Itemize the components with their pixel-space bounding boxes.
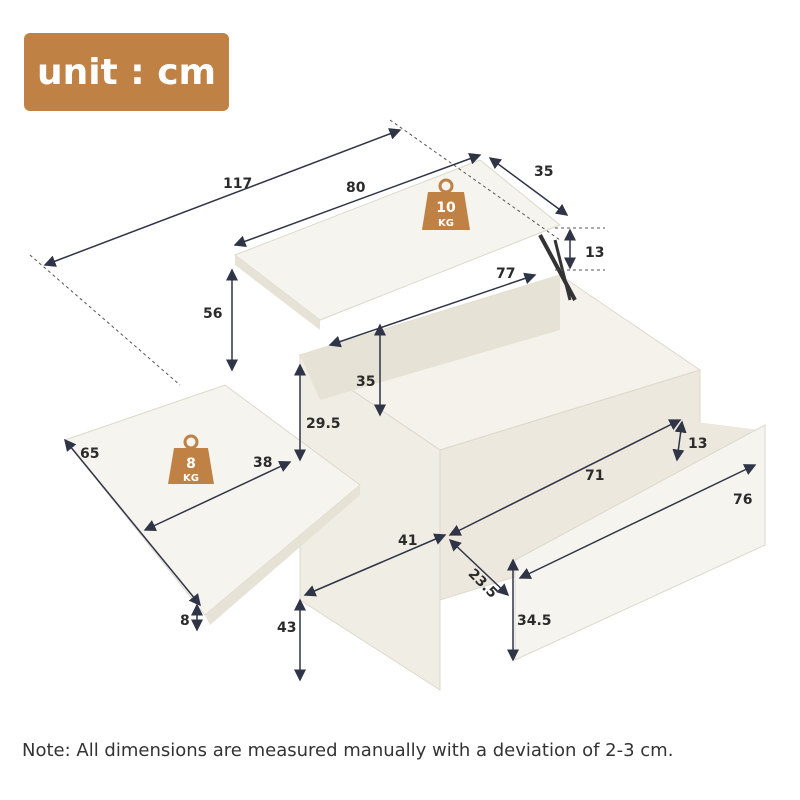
- dim-8: 8: [180, 613, 190, 629]
- dim-29-5: 29.5: [306, 416, 341, 432]
- svg-text:10: 10: [436, 200, 456, 216]
- dim-35-top: 35: [534, 164, 553, 180]
- dim-35-inner: 35: [356, 374, 375, 390]
- dim-43: 43: [277, 620, 296, 636]
- svg-text:8: 8: [186, 456, 196, 472]
- weight-icon-10kg: 10 KG: [422, 178, 470, 230]
- dim-41: 41: [398, 533, 417, 549]
- dim-77: 77: [496, 266, 515, 282]
- weight-icon-8kg: 8 KG: [168, 434, 214, 484]
- guide-lines: [29, 119, 605, 386]
- dim-80: 80: [346, 180, 366, 196]
- dim-34-5: 34.5: [517, 613, 552, 629]
- dim-71: 71: [585, 468, 604, 484]
- dim-65: 65: [80, 446, 99, 462]
- footer-note: Note: All dimensions are measured manual…: [22, 740, 674, 761]
- dimension-lines: [43, 128, 757, 682]
- dim-76: 76: [733, 492, 752, 508]
- dim-117: 117: [223, 176, 252, 192]
- dim-38: 38: [253, 455, 272, 471]
- svg-text:KG: KG: [438, 218, 454, 229]
- dim-56: 56: [203, 306, 222, 322]
- dim-13-drawer: 13: [688, 436, 707, 452]
- svg-text:KG: KG: [183, 473, 199, 484]
- dim-13-gap: 13: [585, 245, 604, 261]
- unit-badge: unit : cm: [24, 33, 229, 111]
